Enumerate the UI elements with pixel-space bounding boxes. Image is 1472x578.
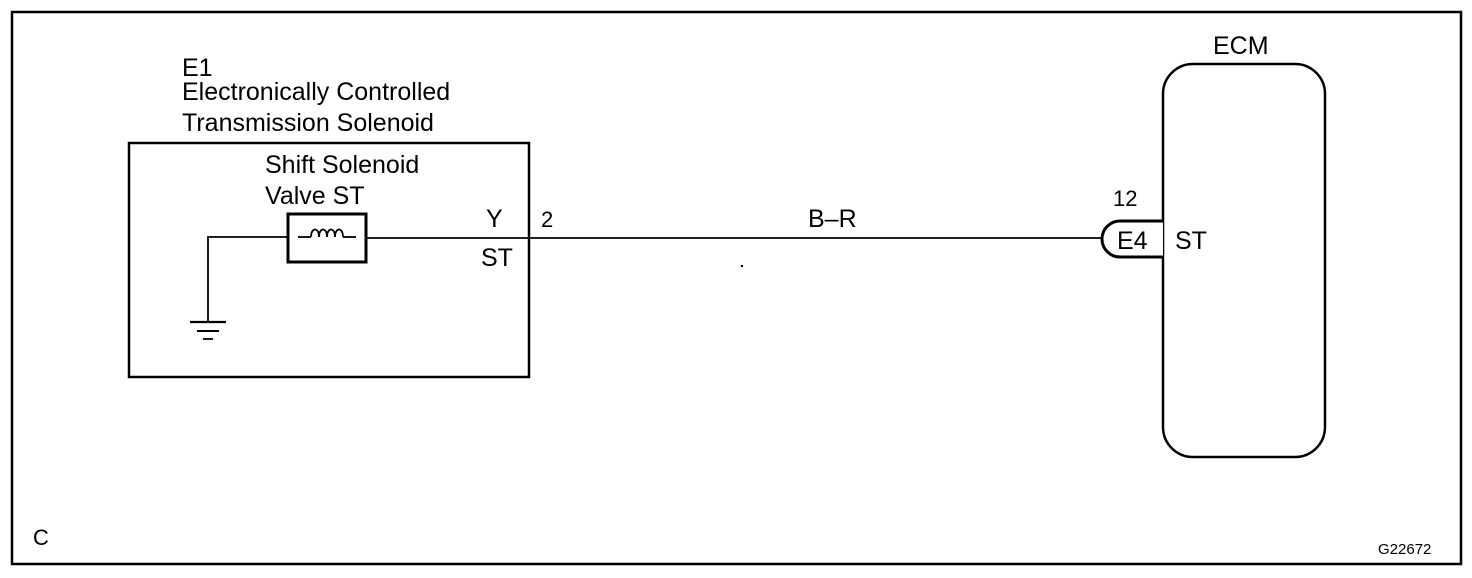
e1-name-line2: Transmission Solenoid <box>182 109 434 137</box>
ecm-connector-shape <box>1100 219 1163 259</box>
e1-code-label: E1 <box>182 54 213 82</box>
pin-number-label: 2 <box>541 207 553 232</box>
ground-icon <box>190 320 226 340</box>
ecm-terminal-label: ST <box>1175 227 1207 255</box>
ecm-connector-code: E4 <box>1117 227 1148 255</box>
stray-mark <box>740 264 744 268</box>
e1-name-line1: Electronically Controlled <box>182 78 450 106</box>
pin-color-label: Y <box>486 205 503 233</box>
ecm-title: ECM <box>1213 32 1269 60</box>
e1-terminal-label: ST <box>481 244 513 272</box>
solenoid-label-line2: Valve ST <box>265 182 365 210</box>
corner-label: C <box>33 525 49 550</box>
solenoid-box <box>286 212 368 264</box>
coil-icon <box>298 228 356 238</box>
ground-wire <box>207 236 288 322</box>
wire-color-label: B–R <box>808 205 857 233</box>
solenoid-label-line1: Shift Solenoid <box>265 151 419 179</box>
ecm-connector-pin: 12 <box>1113 186 1137 211</box>
diagram-frame <box>10 10 1463 566</box>
e1-component-box <box>127 141 531 379</box>
ecm-box <box>1161 62 1327 459</box>
figure-id: G22672 <box>1378 541 1431 558</box>
